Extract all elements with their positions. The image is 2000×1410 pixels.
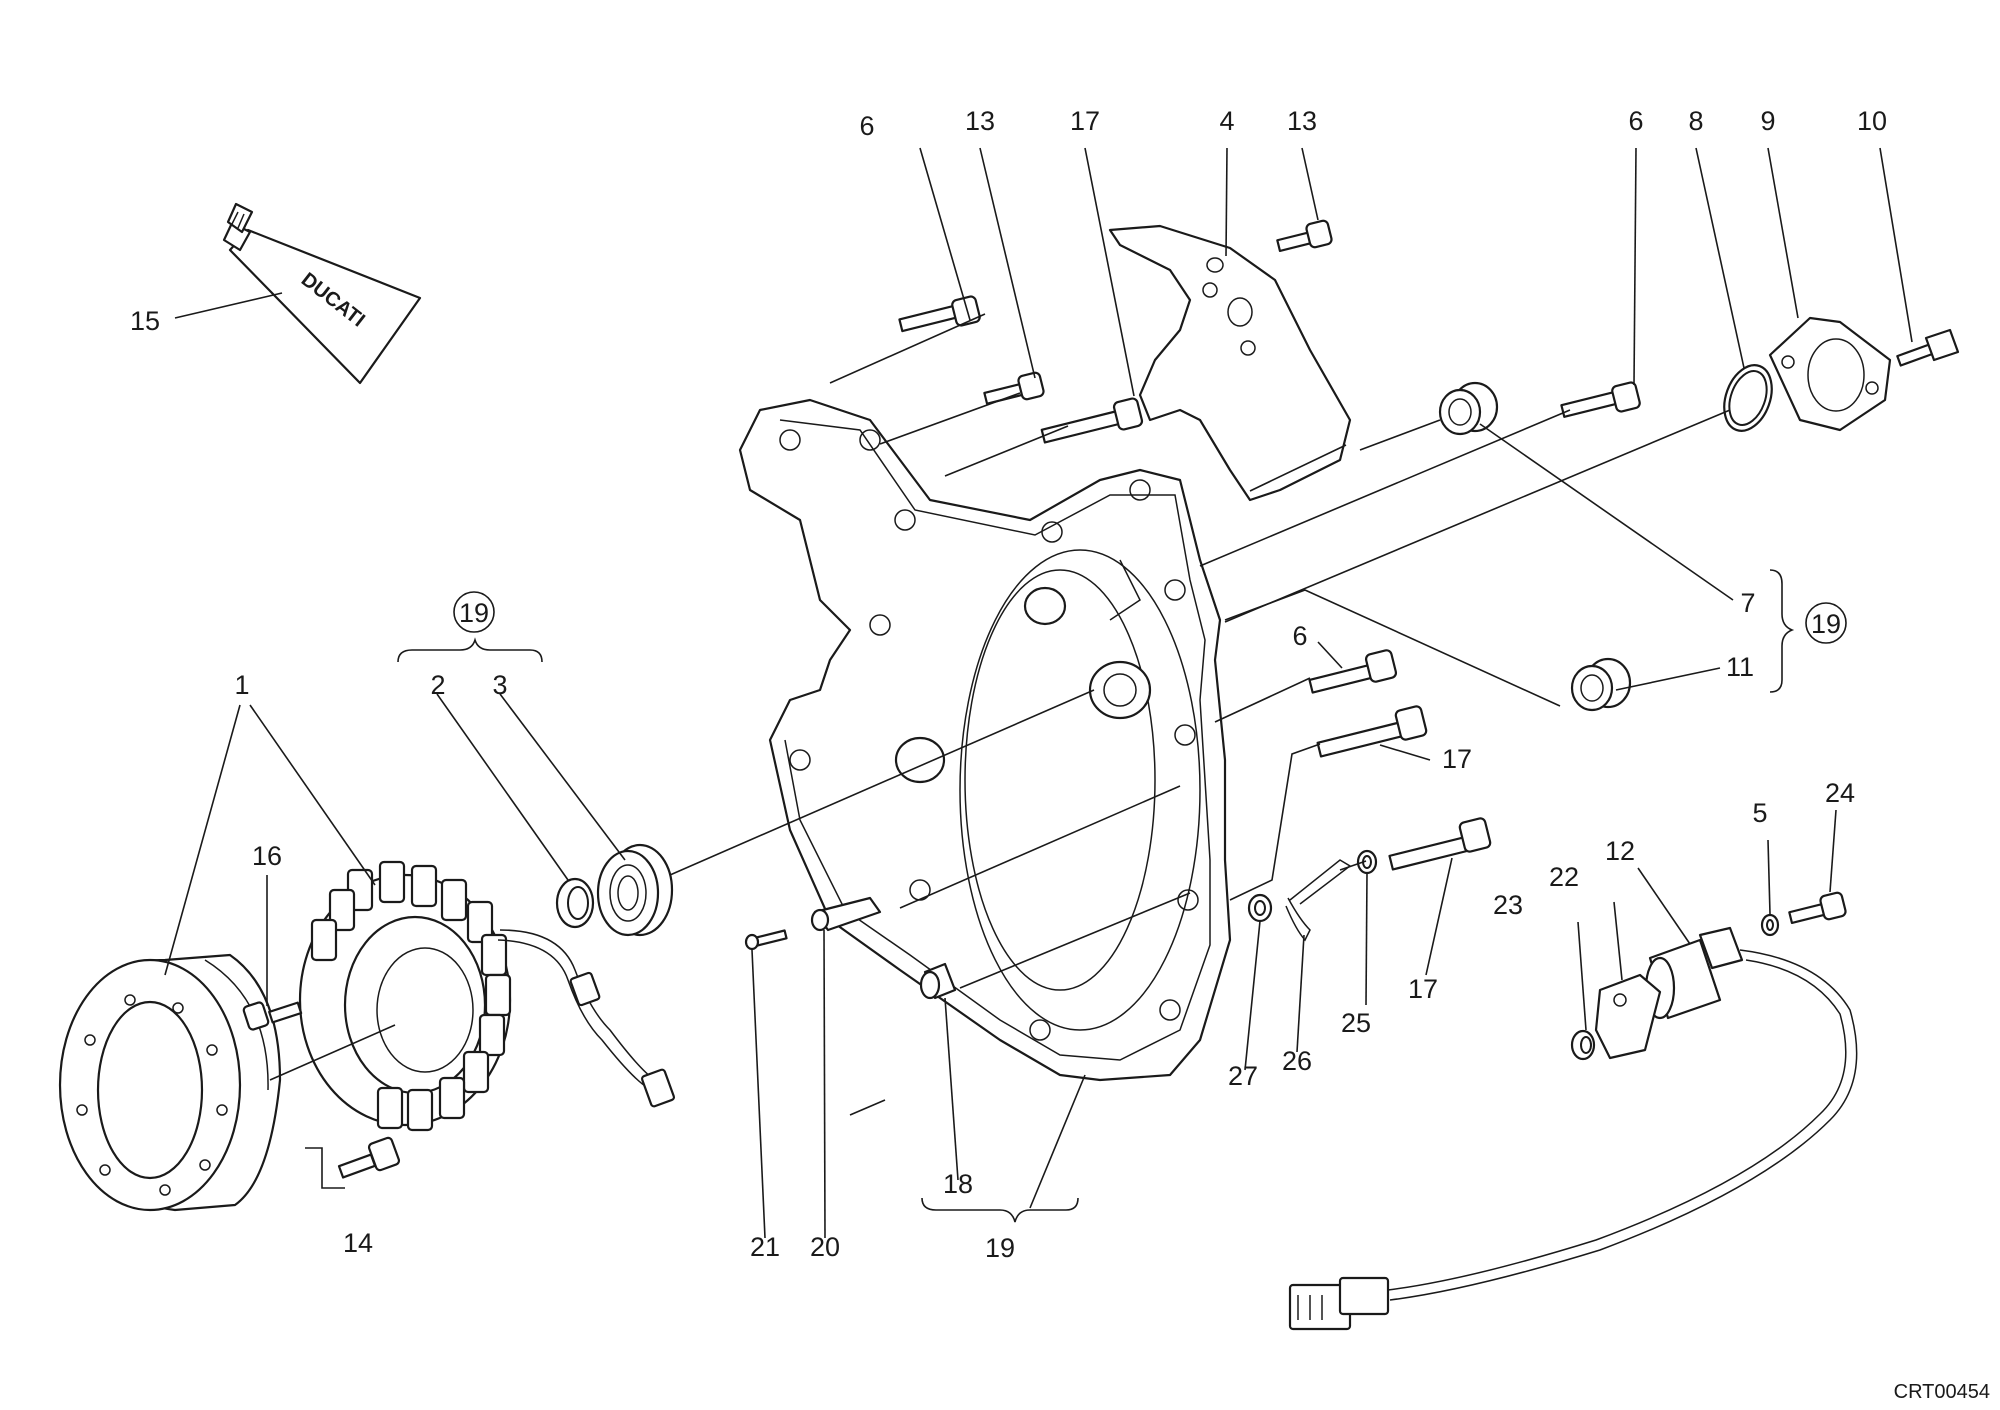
screw-14 <box>337 1136 401 1179</box>
callout-20: 20 <box>810 1232 840 1262</box>
explode-lines <box>269 313 1731 1116</box>
callout-18: 18 <box>943 1169 973 1199</box>
callout-14: 14 <box>343 1228 373 1258</box>
callout-6-top-left: 6 <box>859 111 874 141</box>
screw-17-mid <box>1316 705 1428 758</box>
screw-24 <box>1788 891 1847 925</box>
callout-11: 11 <box>1726 652 1754 682</box>
callout-25: 25 <box>1341 1008 1371 1038</box>
washer-5 <box>1760 913 1780 937</box>
callout-23: 23 <box>1493 890 1523 920</box>
screw-13-top <box>983 371 1045 405</box>
spring-clip-26 <box>1285 859 1352 942</box>
circlip-23 <box>1570 1029 1596 1061</box>
callout-9: 9 <box>1760 106 1775 136</box>
callout-12: 12 <box>1605 836 1635 866</box>
callout-10: 10 <box>1857 106 1887 136</box>
callout-22: 22 <box>1549 862 1579 892</box>
circled-19-left <box>453 591 495 633</box>
screw-16 <box>242 1001 303 1031</box>
callout-27: 27 <box>1228 1061 1258 1091</box>
stator <box>298 860 676 1132</box>
callout-4: 4 <box>1219 106 1234 136</box>
braces <box>397 569 1795 1223</box>
callout-15: 15 <box>130 306 160 336</box>
screw-6-mid <box>1308 649 1398 694</box>
callout-3: 3 <box>492 670 507 700</box>
dowel-18 <box>919 962 957 1000</box>
screw-17-top <box>1040 397 1144 444</box>
screw-17-lower <box>1388 817 1492 871</box>
callout-26: 26 <box>1282 1046 1312 1076</box>
callout-6-top-right: 6 <box>1628 106 1643 136</box>
callout-17-lower: 17 <box>1408 974 1438 1004</box>
screw-13-right <box>1276 219 1333 253</box>
circled-19-right <box>1805 602 1847 644</box>
bushing-11 <box>1570 657 1632 712</box>
callout-6-mid: 6 <box>1292 621 1307 651</box>
callout-1: 1 <box>234 670 249 700</box>
callout-2: 2 <box>430 670 445 700</box>
callout-17-top: 17 <box>1070 106 1100 136</box>
screw-21 <box>744 929 788 951</box>
callout-19-bottom: 19 <box>985 1233 1015 1263</box>
rotor <box>58 953 282 1212</box>
callout-19-circled-right: 19 <box>1811 609 1841 639</box>
plate-4 <box>1108 224 1352 502</box>
drawing-code: CRT00454 <box>1894 1381 1990 1403</box>
flange-9 <box>1768 316 1892 432</box>
bearing-3 <box>596 843 674 937</box>
screw-10 <box>1896 328 1960 367</box>
callout-8: 8 <box>1688 106 1703 136</box>
callout-5: 5 <box>1752 798 1767 828</box>
o-ring-8 <box>1723 364 1773 432</box>
callout-7: 7 <box>1740 588 1755 618</box>
callout-16: 16 <box>252 841 282 871</box>
callout-13-right: 13 <box>1287 106 1317 136</box>
callout-19-circled-left: 19 <box>459 598 489 628</box>
screw-6-top-left <box>898 295 981 333</box>
leader-lines <box>164 147 1913 1239</box>
callout-13-top: 13 <box>965 106 995 136</box>
bushing-7 <box>1438 381 1499 436</box>
callout-21: 21 <box>750 1232 780 1262</box>
callout-24: 24 <box>1825 778 1855 808</box>
clamp-20 <box>810 896 882 932</box>
callout-labels: 1 2 3 19 15 16 14 6 13 17 4 13 6 8 9 10 … <box>130 106 1887 1263</box>
circlip-2 <box>555 877 595 929</box>
callout-17-mid: 17 <box>1442 744 1472 774</box>
screw-6-top-right <box>1560 381 1641 418</box>
grease-tube: DUCATI <box>222 202 422 385</box>
bracket-22 <box>1594 973 1662 1060</box>
washer-27 <box>1247 893 1273 923</box>
sensor-12 <box>1288 926 1858 1331</box>
